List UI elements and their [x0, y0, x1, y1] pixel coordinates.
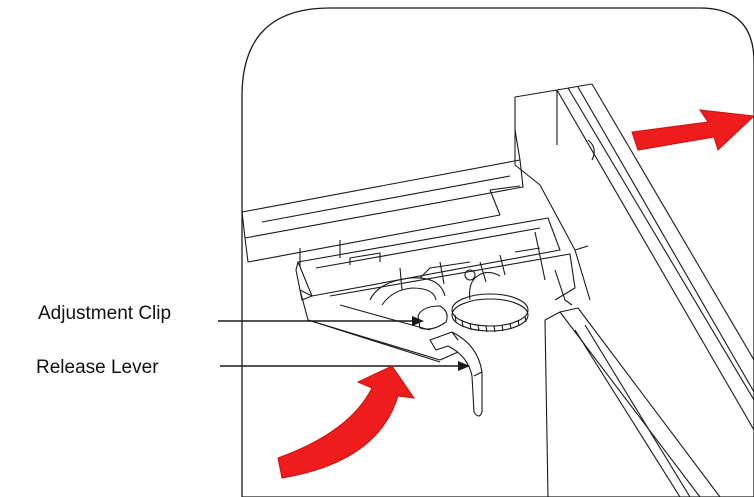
callout-leader-lines: [218, 316, 470, 371]
back-frame-bar: [242, 129, 524, 266]
connector-housing: [295, 217, 576, 306]
arrowhead-adjustment-clip: [412, 316, 424, 326]
right-side-rail: [514, 83, 754, 497]
press-lever-arrow: [277, 365, 416, 479]
release-lever-label: Release Lever: [36, 357, 159, 378]
motion-arrows: [277, 109, 754, 479]
adjustment-clip-label: Adjustment Clip: [38, 303, 172, 324]
adjustment-dial: [451, 269, 529, 333]
arrowhead-release-lever: [458, 361, 470, 371]
bottom-arm: [299, 289, 459, 363]
slide-direction-arrow: [631, 109, 754, 151]
line-drawing: [242, 83, 754, 497]
adjustment-clip: [369, 277, 448, 330]
illustration-frame: [241, 7, 754, 497]
release-lever: [429, 331, 483, 417]
